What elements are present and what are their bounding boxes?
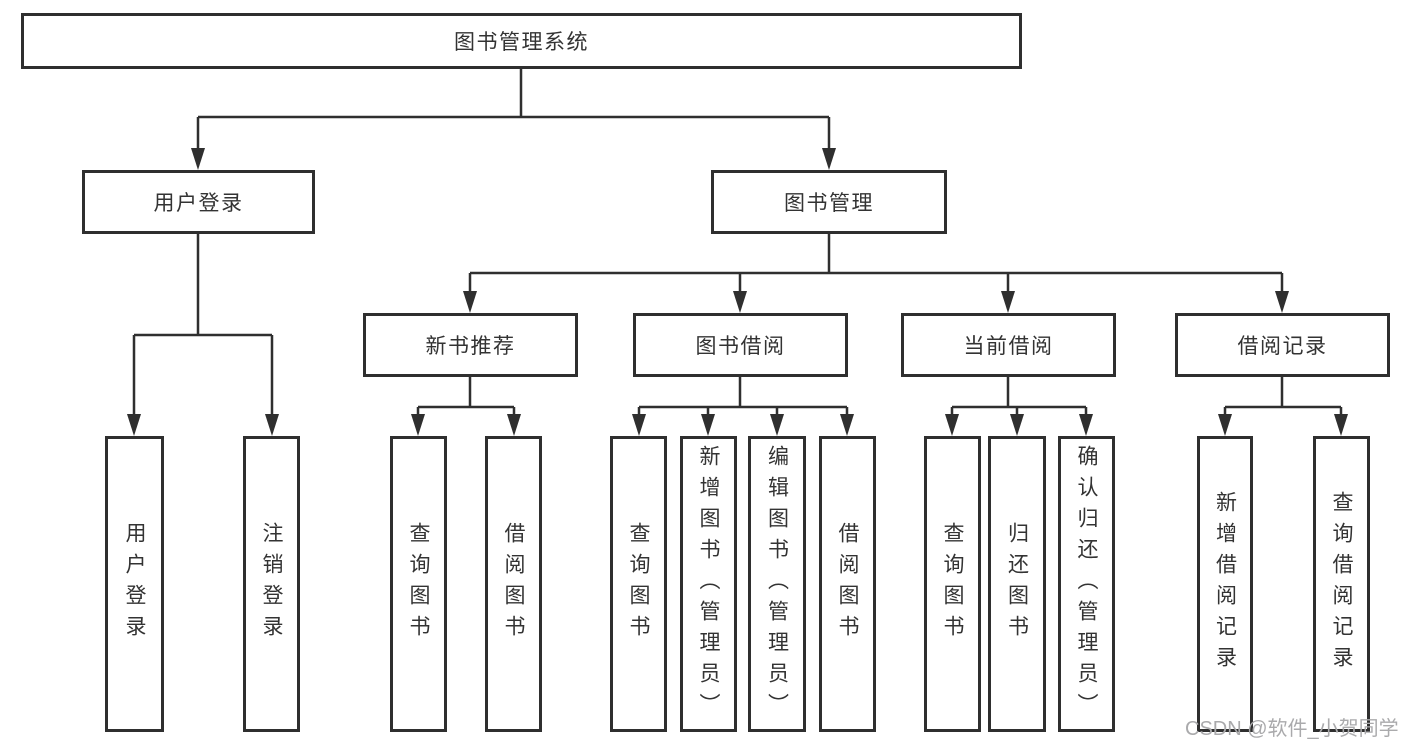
- leaf-return-book: 归还图书: [988, 436, 1046, 732]
- node-library-management-system: 图书管理系统: [21, 13, 1022, 69]
- node-book-borrow: 图书借阅: [633, 313, 848, 377]
- leaf-borrow-book-1: 借阅图书: [485, 436, 542, 732]
- node-new-book-recommend-label: 新书推荐: [425, 335, 516, 358]
- leaf-query-borrow-record: 查询借阅记录: [1313, 436, 1370, 732]
- node-borrow-record: 借阅记录: [1175, 313, 1390, 377]
- leaf-user-login-label: 用户登录: [123, 522, 146, 646]
- node-book-management: 图书管理: [711, 170, 947, 234]
- leaf-query-book-1: 查询图书: [390, 436, 447, 732]
- leaf-query-book-1-label: 查询图书: [407, 522, 430, 646]
- node-current-borrow-label: 当前借阅: [963, 335, 1054, 358]
- leaf-logout-label: 注销登录: [260, 522, 283, 646]
- leaf-add-book-admin-label: 新增图书（管理员）: [697, 444, 720, 724]
- leaf-edit-book-admin-label: 编辑图书（管理员）: [765, 444, 789, 724]
- leaf-add-borrow-record: 新增借阅记录: [1197, 436, 1253, 732]
- leaf-query-book-3: 查询图书: [924, 436, 981, 732]
- node-library-management-system-label: 图书管理系统: [454, 31, 589, 54]
- node-new-book-recommend: 新书推荐: [363, 313, 578, 377]
- arrowheads: [127, 148, 1348, 436]
- leaf-query-book-2: 查询图书: [610, 436, 667, 732]
- watermark: CSDN @软件_小贺同学: [1185, 718, 1399, 740]
- leaf-edit-book-admin: 编辑图书（管理员）: [748, 436, 806, 732]
- leaf-query-borrow-record-label: 查询借阅记录: [1330, 491, 1353, 677]
- node-borrow-record-label: 借阅记录: [1237, 335, 1328, 358]
- connector-strokes: [132, 69, 1343, 420]
- leaf-borrow-book-1-label: 借阅图书: [502, 522, 525, 646]
- leaf-logout: 注销登录: [243, 436, 300, 732]
- node-user-login: 用户登录: [82, 170, 315, 234]
- leaf-borrow-book-2: 借阅图书: [819, 436, 876, 732]
- leaf-add-book-admin: 新增图书（管理员）: [680, 436, 737, 732]
- leaf-add-borrow-record-label: 新增借阅记录: [1213, 491, 1237, 677]
- leaf-user-login: 用户登录: [105, 436, 164, 732]
- leaf-query-book-3-label: 查询图书: [941, 522, 964, 646]
- node-user-login-label: 用户登录: [153, 192, 244, 215]
- leaf-confirm-return-admin: 确认归还（管理员）: [1058, 436, 1115, 732]
- leaf-borrow-book-2-label: 借阅图书: [836, 522, 859, 646]
- node-current-borrow: 当前借阅: [901, 313, 1116, 377]
- leaf-query-book-2-label: 查询图书: [627, 522, 650, 646]
- leaf-confirm-return-admin-label: 确认归还（管理员）: [1075, 444, 1098, 724]
- node-book-management-label: 图书管理: [784, 192, 874, 215]
- leaf-return-book-label: 归还图书: [1005, 522, 1029, 646]
- node-book-borrow-label: 图书借阅: [695, 335, 786, 358]
